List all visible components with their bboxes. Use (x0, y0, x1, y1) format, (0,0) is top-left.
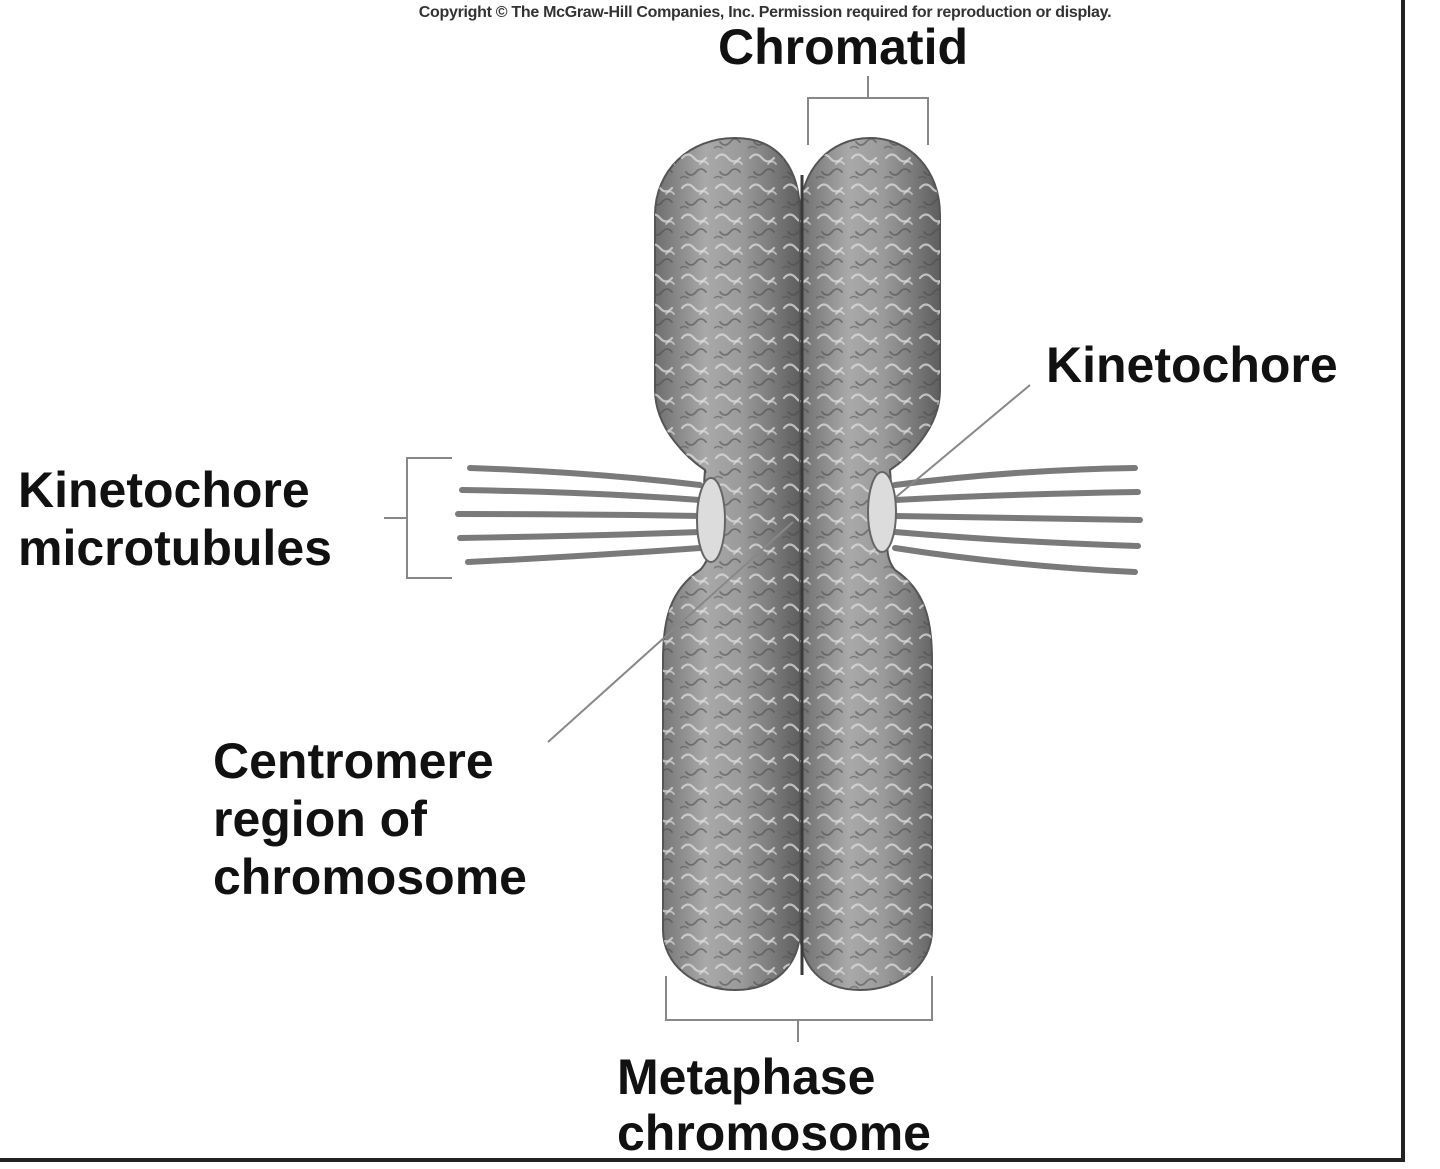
kinetochore-label: Kinetochore (1046, 337, 1338, 393)
kinetochore-microtubules-label-line2: microtubules (18, 520, 332, 576)
centromere-label-line3: chromosome (213, 849, 527, 905)
kinetochore-microtubules-right (892, 465, 1143, 575)
chromatid-right (799, 136, 941, 992)
metaphase-bracket (665, 976, 933, 1042)
chromatid-bracket (807, 76, 929, 145)
metaphase-label-line1: Metaphase (617, 1049, 876, 1105)
centromere-leader-line (547, 521, 794, 743)
centromere-label-line2: region of (213, 791, 427, 847)
chromatid-left (654, 136, 801, 992)
microtubules-bracket (384, 457, 452, 579)
chromatid-label: Chromatid (718, 19, 968, 75)
copyright-text: Copyright © The McGraw-Hill Companies, I… (418, 4, 1112, 21)
kinetochore-right (867, 471, 897, 553)
kinetochore-leader-line (895, 384, 1031, 498)
kinetochore-microtubules-left (455, 465, 703, 565)
centromere-label-line1: Centromere (213, 733, 494, 789)
kinetochore-left (696, 477, 726, 563)
kinetochore-microtubules-label-line1: Kinetochore (18, 462, 310, 518)
metaphase-label-line2: chromosome (617, 1105, 931, 1161)
figure-frame (0, 0, 1405, 1162)
